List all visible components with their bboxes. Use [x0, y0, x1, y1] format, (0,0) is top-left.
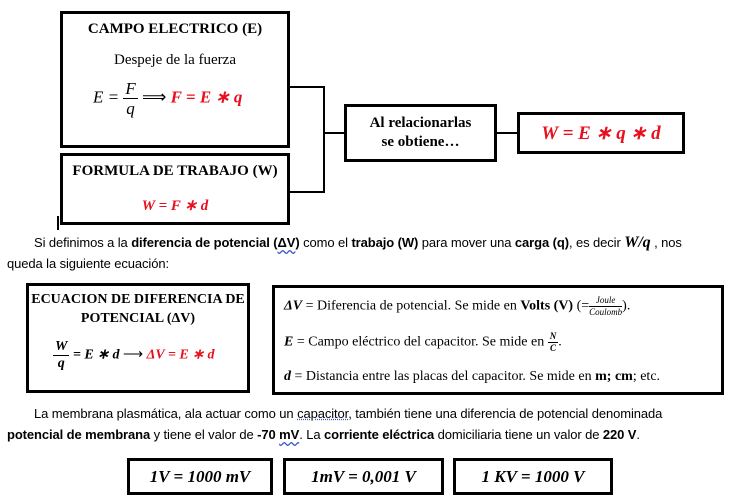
- campo-electrico-subtitle: Despeje de la fuerza: [113, 52, 236, 68]
- ecuacion-result: ΔV = E ∗ d: [146, 347, 215, 363]
- formula-trabajo-box: FORMULA DE TRABAJO (W) W = F ∗ d: [60, 153, 290, 225]
- p1-text-7: para mover una: [418, 235, 515, 250]
- def-d-symbol: d: [284, 369, 291, 384]
- ecuacion-title-line1: ECUACION DE DIFERENCIA DE: [31, 292, 245, 307]
- conversion-3: 1 KV = 1000 V: [481, 467, 585, 486]
- campo-result: F = E ∗ q: [170, 87, 243, 107]
- p2-text-1a: La membrana plasmática, ala actuar como …: [34, 406, 298, 421]
- def-d-units: m; cm: [595, 369, 633, 384]
- def-delta-v: ΔV = Diferencia de potencial. Se mide en…: [284, 296, 630, 317]
- relacion-box: Al relacionarlas se obtiene…: [344, 104, 497, 162]
- def-e-num: N: [547, 331, 559, 343]
- campo-frac-den: q: [126, 99, 135, 118]
- def-e-end: .: [558, 334, 562, 350]
- def-dv-end: ).: [622, 298, 631, 314]
- ecuacion-formula: W q = E ∗ d ⟶ ΔV = E ∗ d: [53, 340, 215, 371]
- def-dv-eq: (=: [573, 298, 590, 314]
- p2-text-1c: , también tiene una diferencia de potenc…: [348, 406, 663, 421]
- conversion-box-3: 1 KV = 1000 V: [453, 458, 613, 495]
- p2-corriente: corriente eléctrica: [323, 427, 435, 442]
- def-e-text: = Campo eléctrico del capacitor. Se mide…: [293, 334, 548, 350]
- p2-text-2i: .: [636, 427, 640, 442]
- def-d: d = Distancia entre las placas del capac…: [284, 369, 660, 385]
- formula-trabajo-title: FORMULA DE TRABAJO (W): [72, 163, 278, 179]
- conversion-1: 1V = 1000 mV: [149, 467, 251, 486]
- connector-middle: [323, 132, 345, 134]
- campo-arrow: ⟹: [142, 87, 167, 107]
- def-dv-text: = Diferencia de potencial. Se mide en: [302, 298, 521, 314]
- ecuacion-fraction: W q: [53, 339, 70, 371]
- p2-text-2b: y tiene el valor de: [150, 427, 258, 442]
- def-e: E = Campo eléctrico del capacitor. Se mi…: [284, 332, 562, 353]
- paragraph-membrana-line2: potencial de membrana y tiene el valor d…: [7, 424, 640, 445]
- paragraph-membrana-line1: La membrana plasmática, ala actuar como …: [34, 403, 662, 424]
- ecuacion-part1: = E ∗ d: [72, 347, 120, 363]
- campo-electrico-box: CAMPO ELECTRICO (E) Despeje de la fuerza…: [60, 11, 290, 148]
- def-e-symbol: E: [284, 334, 294, 350]
- formula-trabajo-formula: W = F ∗ d: [141, 198, 209, 214]
- p2-220v: 220 V: [602, 427, 637, 442]
- conversion-2: 1mV = 0,001 V: [311, 467, 416, 486]
- ecuacion-frac-den: q: [57, 356, 65, 371]
- p1-text-11: , nos: [650, 235, 682, 250]
- p2-capacitor: capacitor: [297, 406, 349, 421]
- p2-text-2g: domiciliaria tiene un valor de: [434, 427, 603, 442]
- p2-potencial-membrana: potencial de membrana: [7, 427, 151, 442]
- def-dv-symbol: ΔV: [284, 298, 303, 314]
- p1-text-2: diferencia de potencial (: [131, 235, 278, 250]
- conversion-box-1: 1V = 1000 mV: [127, 458, 273, 495]
- campo-electrico-formula: E = F q ⟹ F = E ∗ q: [93, 80, 242, 117]
- p1-text-1: Si definimos a la: [34, 235, 132, 250]
- ecuacion-arrow: ⟶: [123, 347, 144, 363]
- cursor-mark: [57, 216, 59, 230]
- relacion-line1: Al relacionarlas: [369, 115, 472, 131]
- p1-text-9: , es decir: [568, 235, 625, 250]
- relacion-line2: se obtiene…: [381, 134, 460, 150]
- campo-electrico-title: CAMPO ELECTRICO (E): [87, 21, 263, 37]
- paragraph-definicion: Si definimos a la diferencia de potencia…: [34, 232, 734, 253]
- campo-lhs: E =: [93, 87, 120, 107]
- paragraph-definicion-line2: queda la siguiente ecuación:: [7, 256, 169, 271]
- ecuacion-box: ECUACION DE DIFERENCIA DE POTENCIAL (ΔV)…: [26, 283, 250, 393]
- ecuacion-frac-num: W: [53, 339, 70, 356]
- def-dv-unit: Volts (V): [520, 298, 574, 314]
- p2-valor: -70: [257, 427, 280, 442]
- connector-right: [497, 132, 517, 134]
- resultado-formula: W = E ∗ q ∗ d: [541, 123, 661, 144]
- def-e-den: C: [549, 343, 556, 353]
- p1-text-5: como el: [299, 235, 352, 250]
- connector-top: [290, 86, 324, 88]
- connector-vertical: [323, 86, 325, 193]
- def-dv-den: Coulomb: [589, 307, 623, 317]
- p1-text-4: ): [295, 235, 300, 250]
- p1-trabajo: trabajo (W): [351, 235, 419, 250]
- definiciones-box: ΔV = Diferencia de potencial. Se mide en…: [272, 285, 724, 395]
- def-d-text: = Distancia entre las placas del capacit…: [291, 369, 596, 384]
- connector-bottom: [290, 191, 324, 193]
- campo-fraction: F q: [123, 79, 138, 118]
- p2-text-2e: . La: [299, 427, 324, 442]
- ecuacion-title-line2: POTENCIAL (ΔV): [80, 311, 196, 326]
- p1-w-over-q: W/q: [624, 234, 651, 251]
- campo-frac-num: F: [123, 79, 138, 99]
- p1-carga: carga (q): [514, 235, 569, 250]
- def-d-end: ; etc.: [632, 369, 661, 384]
- resultado-box: W = E ∗ q ∗ d: [517, 112, 685, 154]
- conversion-box-2: 1mV = 0,001 V: [283, 458, 444, 495]
- def-dv-num: Joule: [589, 296, 623, 307]
- p2-mv: mV: [279, 427, 300, 442]
- p1-delta-v: ΔV: [277, 235, 296, 250]
